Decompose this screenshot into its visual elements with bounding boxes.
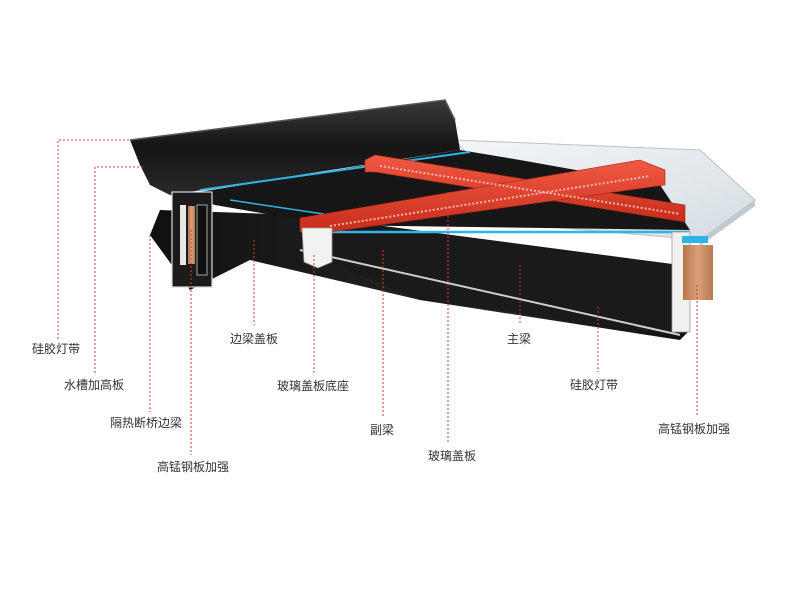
thermal-break-insert (180, 205, 186, 265)
label-main-beam: 主梁 (507, 332, 532, 346)
led-strip-mid (229, 199, 331, 216)
main-body-front (300, 215, 680, 335)
label-gutter-riser: 水槽加高板 (64, 378, 125, 392)
label-silicone-led-right: 硅胶灯带 (570, 378, 619, 392)
label-secondary-beam: 副梁 (370, 423, 395, 437)
callout-line-silicone-led-left (57, 139, 133, 340)
main-body-bottom-edge (299, 249, 681, 336)
callout-line-gutter-riser (94, 166, 143, 373)
gutter-profile (130, 100, 460, 195)
label-high-mn-steel-right: 高锰钢板加强 (658, 422, 731, 436)
top-deck (180, 150, 690, 230)
secondary-beam-groove (379, 165, 681, 215)
main-beam-groove (329, 175, 651, 227)
steel-plate-right (683, 245, 713, 300)
gutter-profile-edge (129, 99, 456, 141)
glass-cover-base (301, 227, 333, 269)
right-led-cap (682, 236, 708, 243)
label-edge-beam-cover: 边梁盖板 (230, 332, 279, 346)
label-glass-cover-base: 玻璃盖板底座 (277, 379, 350, 393)
main-beam-red (299, 159, 666, 233)
edge-beam-inner (196, 204, 208, 276)
label-glass-cover: 玻璃盖板 (428, 449, 477, 463)
led-strip-left (199, 151, 471, 191)
label-high-mn-steel-left: 高锰钢板加强 (157, 460, 230, 474)
label-thermal-break-edge-beam: 隔热断桥边梁 (110, 416, 183, 430)
callout-lines (57, 139, 698, 455)
glass-edge (700, 200, 755, 246)
label-silicone-led-left: 硅胶灯带 (32, 342, 81, 356)
